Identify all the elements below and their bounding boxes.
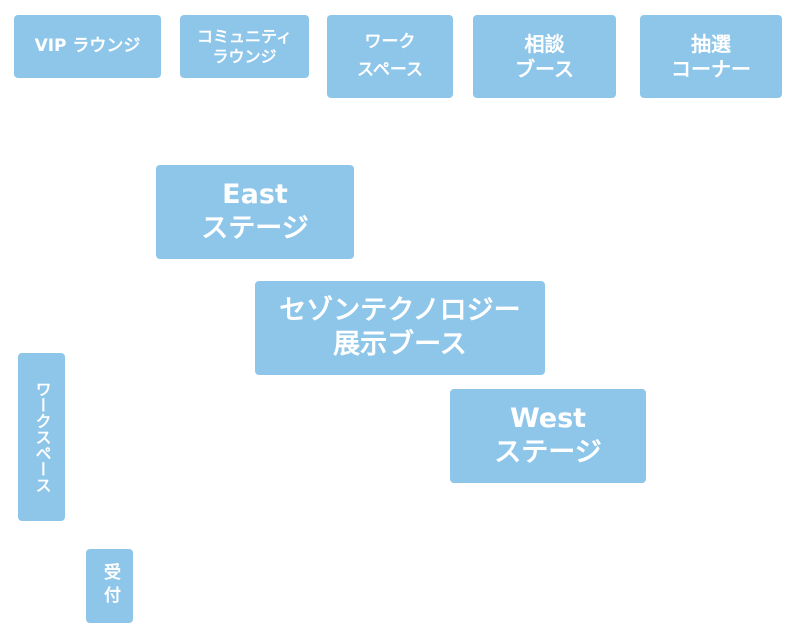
community-lounge-label: コミュニティ ラウンジ [196,26,293,66]
vip-lounge-label: VIP ラウンジ [34,35,141,56]
west-stage-area: West ステージ [450,389,646,483]
vip-lounge-area: VIP ラウンジ [14,15,161,78]
community-lounge-area: コミュニティ ラウンジ [180,15,309,78]
lottery-corner-label: 抽選 コーナー [671,31,751,81]
workspace-top-area: ワーク スペース [327,15,453,98]
sezon-technology-booth-label: セゾンテクノロジー 展示ブース [279,295,521,360]
reception-label: 受付 [100,563,120,609]
lottery-corner-area: 抽選 コーナー [640,15,782,98]
west-stage-label: West ステージ [494,403,602,468]
workspace-left-label: ワークスペース [32,381,52,493]
sezon-technology-booth-area: セゾンテクノロジー 展示ブース [255,281,545,375]
reception-area: 受付 [86,549,133,623]
workspace-left-area: ワークスペース [18,353,65,521]
east-stage-area: East ステージ [156,165,354,259]
workspace-top-label: ワーク スペース [357,32,423,80]
consultation-booth-label: 相談 ブース [515,31,574,81]
east-stage-label: East ステージ [201,179,309,244]
consultation-booth-area: 相談 ブース [473,15,616,98]
